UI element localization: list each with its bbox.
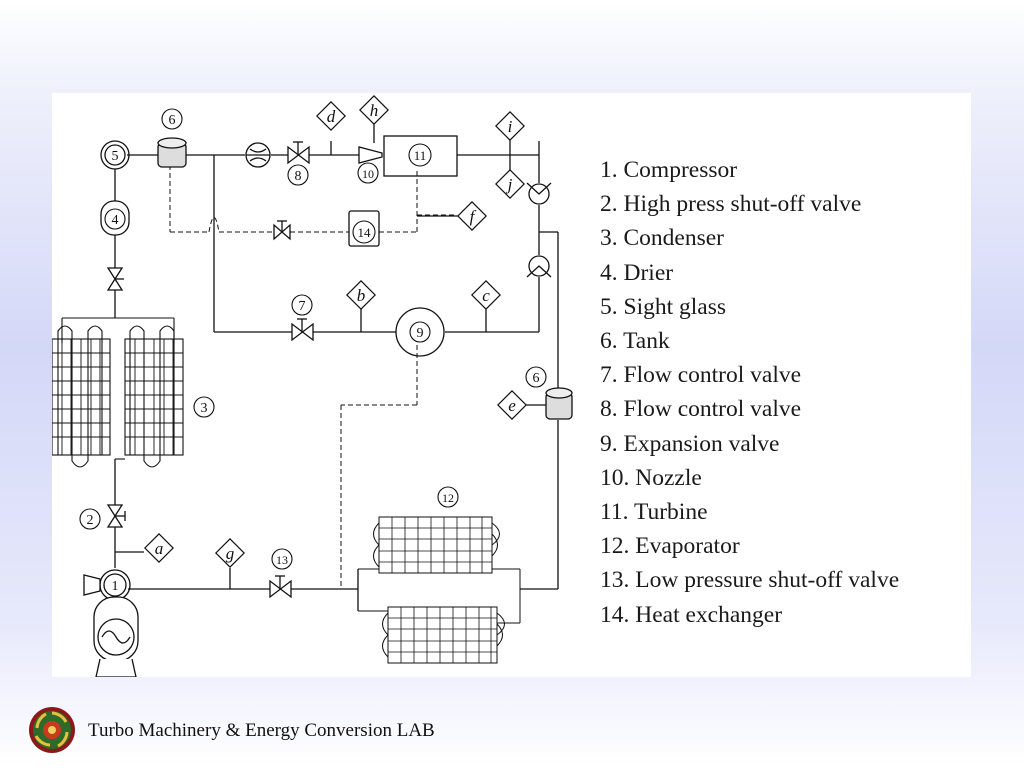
label-13: 13 bbox=[276, 553, 288, 567]
sensor-j-diamond bbox=[495, 169, 525, 199]
label-circle-2 bbox=[79, 508, 101, 530]
component-legend: 1. Compressor 2. High press shut-off val… bbox=[600, 153, 899, 632]
low-pressure-shutoff-valve bbox=[269, 575, 292, 599]
label-circle-9 bbox=[409, 321, 431, 343]
legend-item: 3. Condenser bbox=[600, 225, 725, 252]
label-8: 8 bbox=[295, 169, 302, 184]
sensor-g-diamond bbox=[215, 538, 245, 568]
sensor-a-label: a bbox=[155, 539, 164, 558]
label-7: 7 bbox=[299, 299, 306, 314]
sensor-letters: a g d h i j f b c e bbox=[155, 101, 516, 563]
legend-item: 12. Evaporator bbox=[600, 533, 740, 560]
sensor-d-diamond bbox=[316, 101, 346, 131]
label-circle-13 bbox=[271, 548, 293, 570]
legend-item: 14. Heat exchanger bbox=[600, 601, 783, 628]
sensor-b-diamond bbox=[346, 280, 376, 310]
drier bbox=[100, 200, 130, 236]
legend-item: 5. Sight glass bbox=[600, 293, 727, 320]
label-5: 5 bbox=[112, 149, 119, 164]
compressor bbox=[83, 569, 139, 677]
label-circle-14 bbox=[352, 220, 376, 244]
sensor-e-label: e bbox=[508, 396, 516, 415]
legend-item: 10. Nozzle bbox=[600, 464, 702, 491]
label-circle-7 bbox=[291, 294, 313, 316]
tank-top bbox=[157, 137, 187, 168]
high-press-shutoff-valve bbox=[106, 504, 126, 528]
sensor-g-label: g bbox=[226, 544, 235, 563]
nozzle bbox=[358, 146, 383, 164]
legend-item: 7. Flow control valve bbox=[600, 362, 802, 389]
expansion-valve bbox=[395, 307, 445, 357]
sensor-stems-extra bbox=[373, 124, 546, 406]
spiral-turbine-logo-icon bbox=[29, 707, 75, 753]
control-dashed-lines bbox=[169, 165, 457, 589]
label-9: 9 bbox=[417, 326, 424, 341]
check-valve-lower bbox=[526, 255, 552, 278]
heat-exchanger bbox=[348, 210, 380, 247]
sensor-d-label: d bbox=[327, 107, 336, 126]
sensor-h-label: h bbox=[370, 101, 379, 120]
label-circle-6-top bbox=[161, 108, 183, 130]
label-10: 10 bbox=[362, 167, 374, 181]
legend-item: 2. High press shut-off valve bbox=[600, 191, 862, 218]
sensor-c-diamond bbox=[471, 280, 501, 310]
label-14: 14 bbox=[358, 225, 372, 240]
sensor-c-label: c bbox=[482, 286, 490, 305]
turbine bbox=[383, 135, 458, 177]
legend-item: 4. Drier bbox=[600, 259, 674, 286]
sensor-e-diamond bbox=[497, 390, 527, 420]
flow-control-valve-8 bbox=[287, 141, 310, 165]
legend-item: 8. Flow control valve bbox=[600, 396, 802, 423]
refrigeration-cycle-diagram: a g d h i j f b c e 6 5 4 8 10 11 14 7 9… bbox=[52, 95, 573, 677]
sensor-j-label: j bbox=[506, 175, 513, 194]
piping bbox=[114, 141, 559, 611]
legend-item: 13. Low pressure shut-off valve bbox=[600, 567, 900, 594]
sensor-i-diamond bbox=[495, 111, 525, 141]
tank-right bbox=[545, 387, 573, 420]
label-circle-11 bbox=[408, 143, 432, 167]
legend-item: 9. Expansion valve bbox=[600, 430, 780, 457]
number-circles bbox=[79, 108, 547, 570]
label-3: 3 bbox=[201, 401, 208, 416]
label-12: 12 bbox=[442, 491, 454, 505]
label-6-top: 6 bbox=[169, 113, 176, 128]
label-circle-6-right bbox=[525, 366, 547, 388]
sight-glass bbox=[100, 140, 130, 170]
legend-item: 1. Compressor bbox=[600, 157, 738, 183]
legend-item: 6. Tank bbox=[600, 328, 670, 355]
label-1: 1 bbox=[112, 579, 119, 594]
label-11: 11 bbox=[414, 148, 427, 163]
fan-symbol bbox=[245, 142, 271, 168]
label-circle-12 bbox=[437, 486, 459, 508]
sensor-i-label: i bbox=[508, 117, 513, 136]
evaporator bbox=[358, 516, 521, 664]
dashed-line-valve bbox=[273, 220, 291, 241]
condenser bbox=[52, 317, 184, 468]
label-circle-8 bbox=[287, 164, 309, 186]
check-valve-upper bbox=[526, 182, 552, 205]
shutoff-valve-left bbox=[106, 267, 124, 291]
sensor-h-diamond bbox=[359, 95, 389, 125]
number-labels: 6 5 4 8 10 11 14 7 9 6 3 12 2 13 1 bbox=[87, 113, 540, 594]
label-circle-4 bbox=[104, 208, 126, 230]
sensor-b-label: b bbox=[357, 286, 366, 305]
legend-item: 11. Turbine bbox=[600, 499, 708, 526]
diagram-panel: a g d h i j f b c e 6 5 4 8 10 11 14 7 9… bbox=[52, 93, 971, 677]
label-6-right: 6 bbox=[533, 371, 540, 386]
label-4: 4 bbox=[112, 213, 119, 228]
sensor-f-diamond bbox=[457, 201, 487, 231]
label-2: 2 bbox=[87, 513, 94, 528]
label-circle-3 bbox=[193, 396, 215, 418]
flow-control-valve-7 bbox=[291, 318, 314, 342]
sensor-diamonds bbox=[144, 95, 527, 568]
lab-name: Turbo Machinery & Energy Conversion LAB bbox=[88, 720, 435, 741]
label-circle-10 bbox=[357, 162, 379, 184]
sensor-f-label: f bbox=[470, 207, 477, 226]
sensor-a-diamond bbox=[144, 533, 174, 563]
